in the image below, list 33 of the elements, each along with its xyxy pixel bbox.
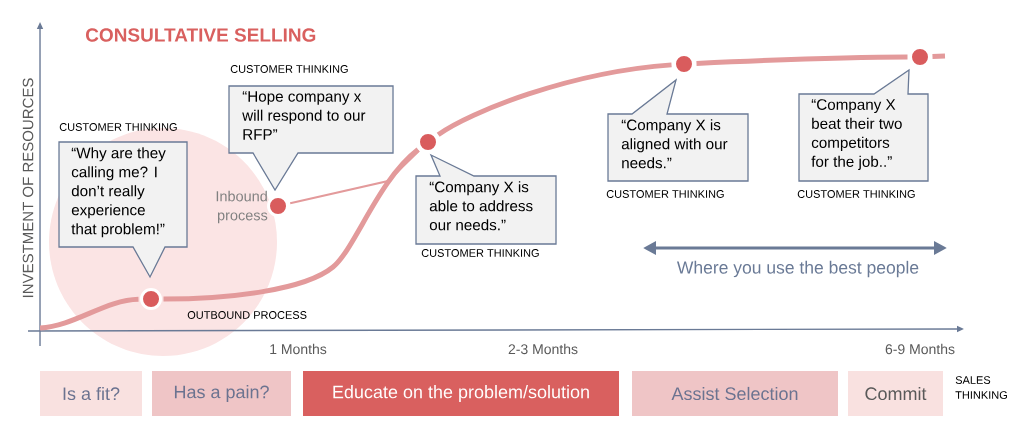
speech-bubble: “Hope company x will respond to our RFP” [228, 85, 394, 192]
curve-segment [39, 296, 139, 331]
bubble-heading: CUSTOMER THINKING [421, 249, 539, 257]
phase-band: Commit [848, 371, 943, 416]
connector-line [289, 149, 421, 205]
speech-bubble: “Company X beat their two competitors for the job..” [798, 68, 929, 182]
curve-segment [163, 147, 420, 302]
tick-label: 1 Months [270, 343, 327, 355]
speech-bubble: “Company X is able to address our needs.” [415, 153, 557, 245]
dot-label: Inbound process [216, 190, 268, 224]
phase-band: Is a fit? [40, 371, 142, 416]
curve-label: OUTBOUND PROCESS [187, 311, 307, 319]
curve-dot [673, 53, 695, 75]
phase-band: Educate on the problem/solution [303, 371, 619, 416]
curve-dot [417, 131, 439, 153]
bubble-heading: CUSTOMER THINKING [797, 190, 915, 198]
phase-band: Assist Selection [632, 371, 838, 416]
range-label: Where you use the best people [676, 260, 919, 278]
curve-segment [696, 54, 908, 66]
bubble-heading: CUSTOMER THINKING [230, 65, 348, 73]
speech-bubble: “Why are they calling me? I don’t really experience that problem!” [58, 141, 188, 279]
curve-segment [932, 53, 946, 59]
axis-title: INVESTMENT OF RESOURCES [22, 78, 34, 298]
phase-band: Has a pain? [152, 371, 291, 416]
tick-label: 2-3 Months [508, 343, 578, 355]
curve-segment [436, 62, 672, 137]
row-label: SALES THINKING [955, 376, 1007, 399]
bubble-heading: CUSTOMER THINKING [59, 123, 177, 131]
tick-label: 6-9 Months [885, 343, 955, 355]
speech-bubble: “Company X is aligned with our needs.” [607, 78, 749, 182]
curve-dot [909, 46, 931, 68]
title: CONSULTATIVE SELLING [86, 28, 316, 42]
bubble-heading: CUSTOMER THINKING [606, 190, 724, 198]
